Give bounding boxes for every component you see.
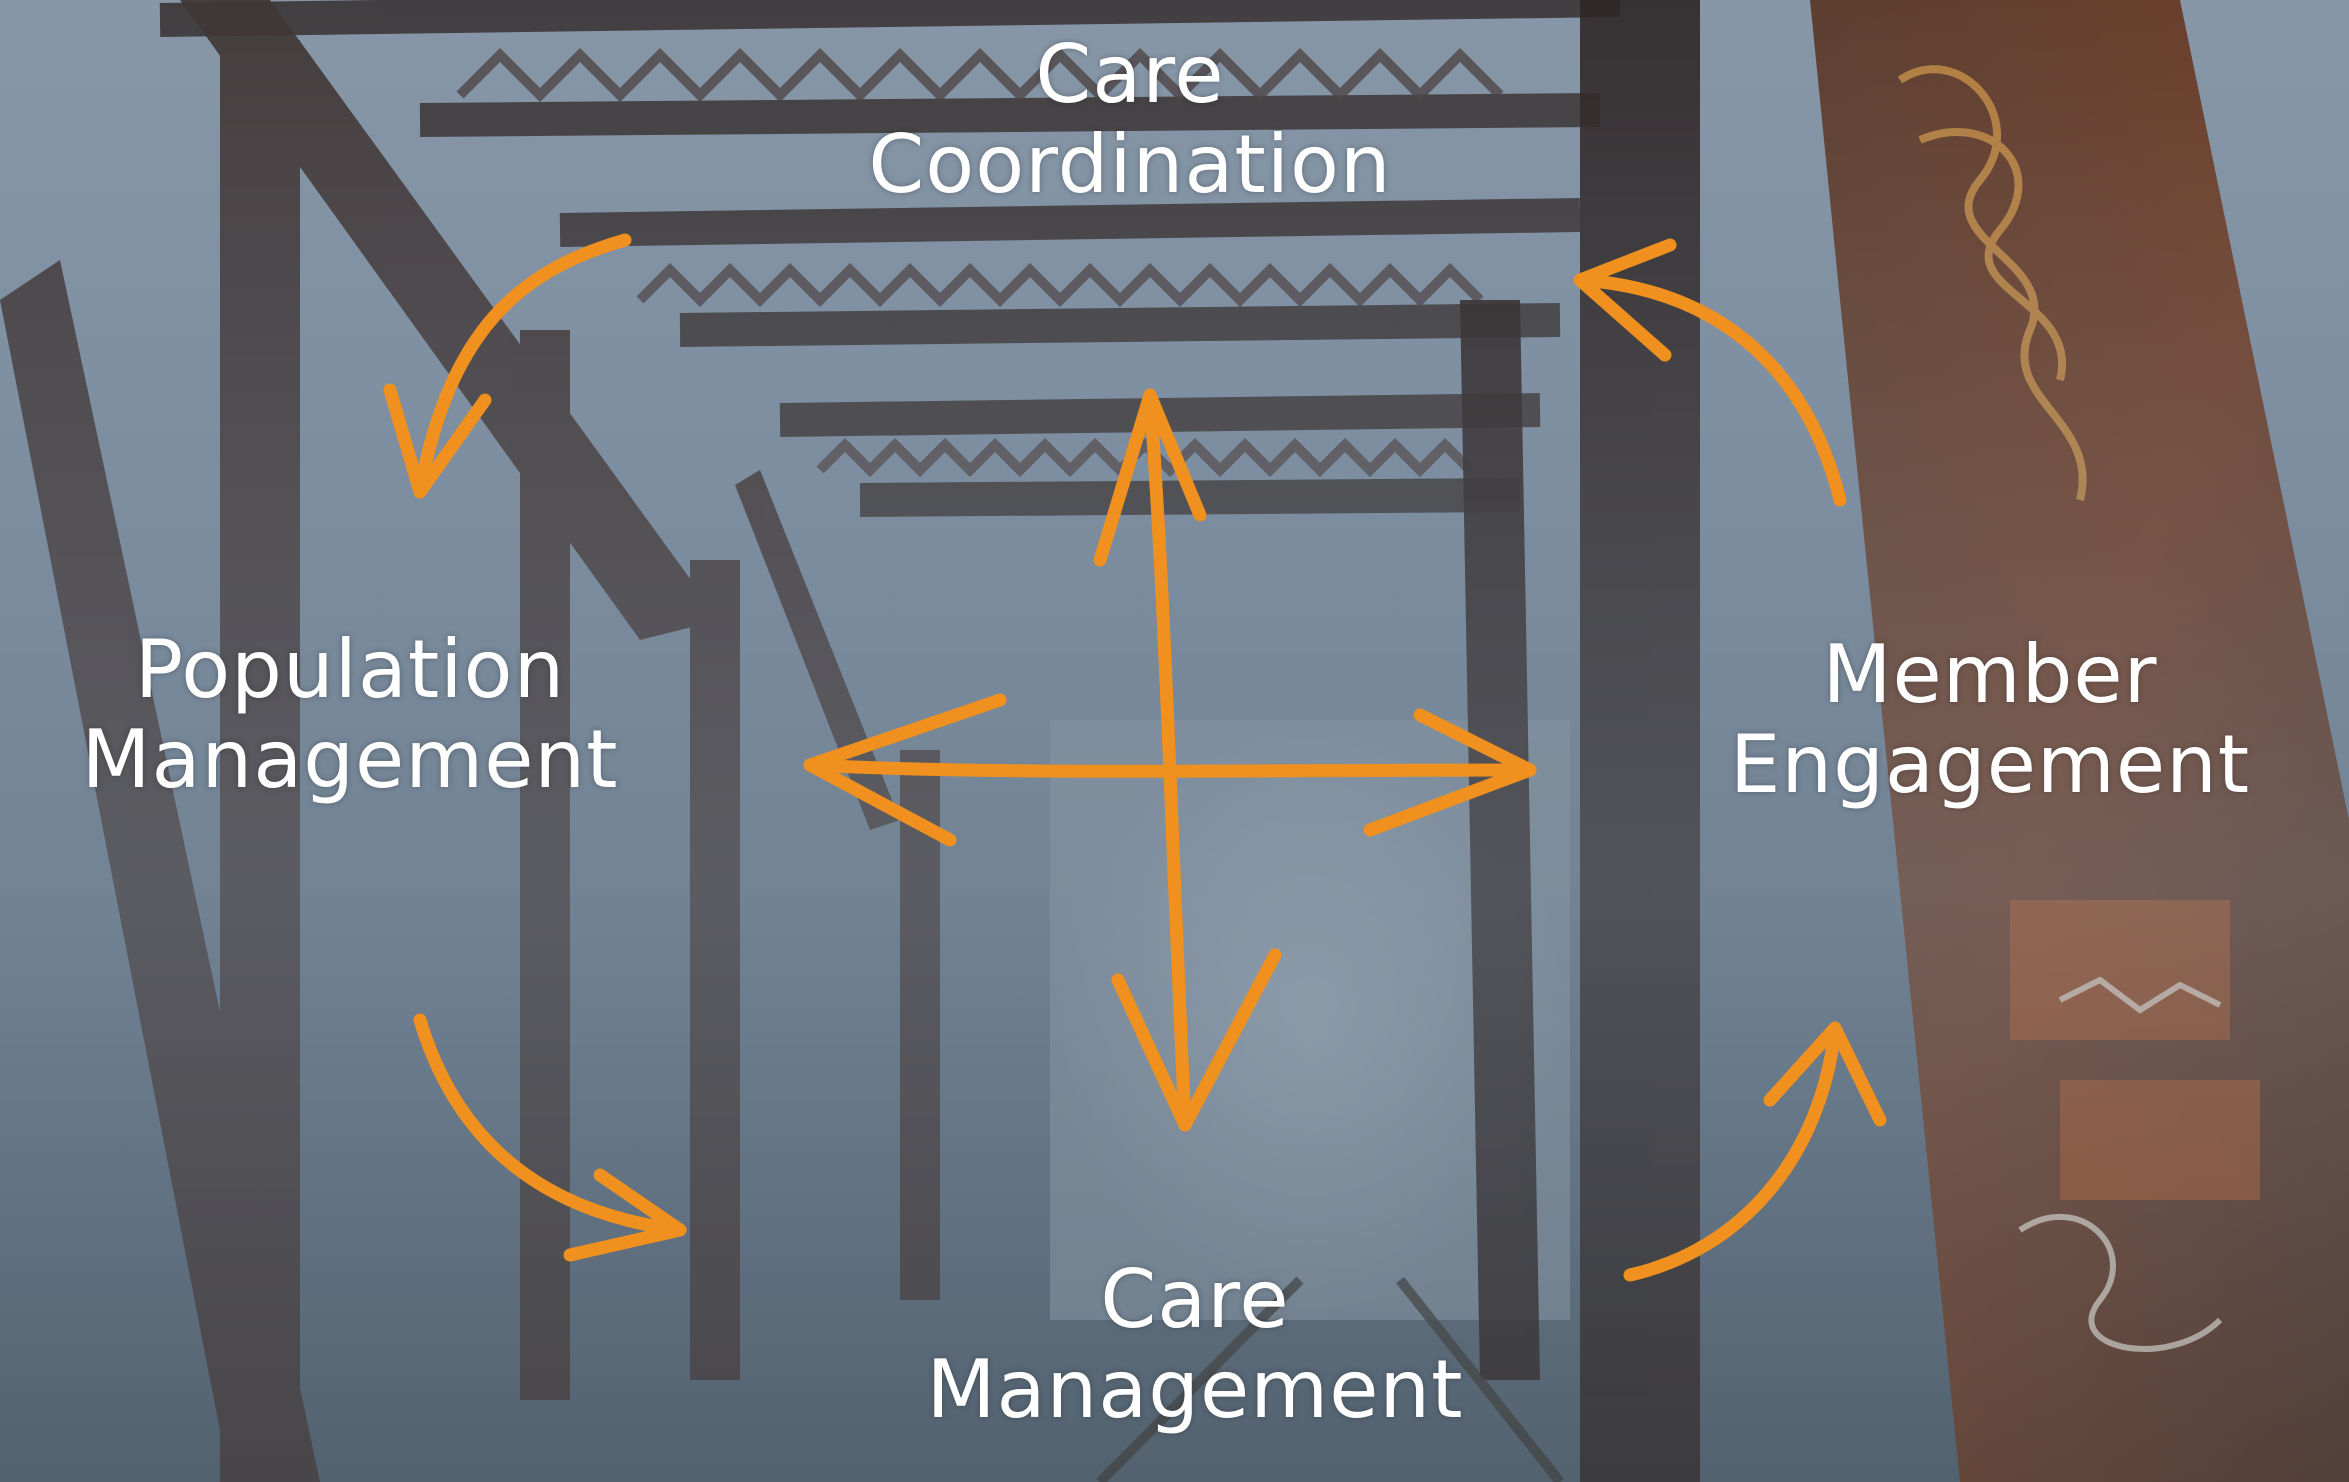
center-horizontal-double-arrow bbox=[803, 693, 1537, 847]
node-member-engagement: Member Engagement bbox=[1660, 630, 2320, 809]
node-member-engagement-line2: Engagement bbox=[1729, 717, 2251, 811]
node-population-management-line1: Population bbox=[134, 623, 566, 716]
node-population-management: Population Management bbox=[20, 625, 680, 804]
node-care-coordination-line2: Coordination bbox=[868, 117, 1392, 211]
center-vertical-double-arrow bbox=[1093, 388, 1282, 1132]
arrow-right-to-top bbox=[1573, 238, 1847, 507]
node-care-management-line1: Care bbox=[1100, 1253, 1290, 1346]
arrow-bottom-to-right bbox=[1623, 1021, 1887, 1282]
node-care-coordination: Care Coordination bbox=[810, 30, 1450, 209]
node-care-management-line2: Management bbox=[926, 1342, 1464, 1436]
node-care-coordination-line1: Care bbox=[1035, 28, 1225, 121]
node-population-management-line2: Management bbox=[81, 712, 619, 806]
arrow-top-to-left bbox=[383, 233, 632, 499]
arrow-left-to-bottom bbox=[413, 1013, 687, 1262]
node-member-engagement-line1: Member bbox=[1822, 628, 2158, 721]
node-care-management: Care Management bbox=[860, 1255, 1530, 1434]
